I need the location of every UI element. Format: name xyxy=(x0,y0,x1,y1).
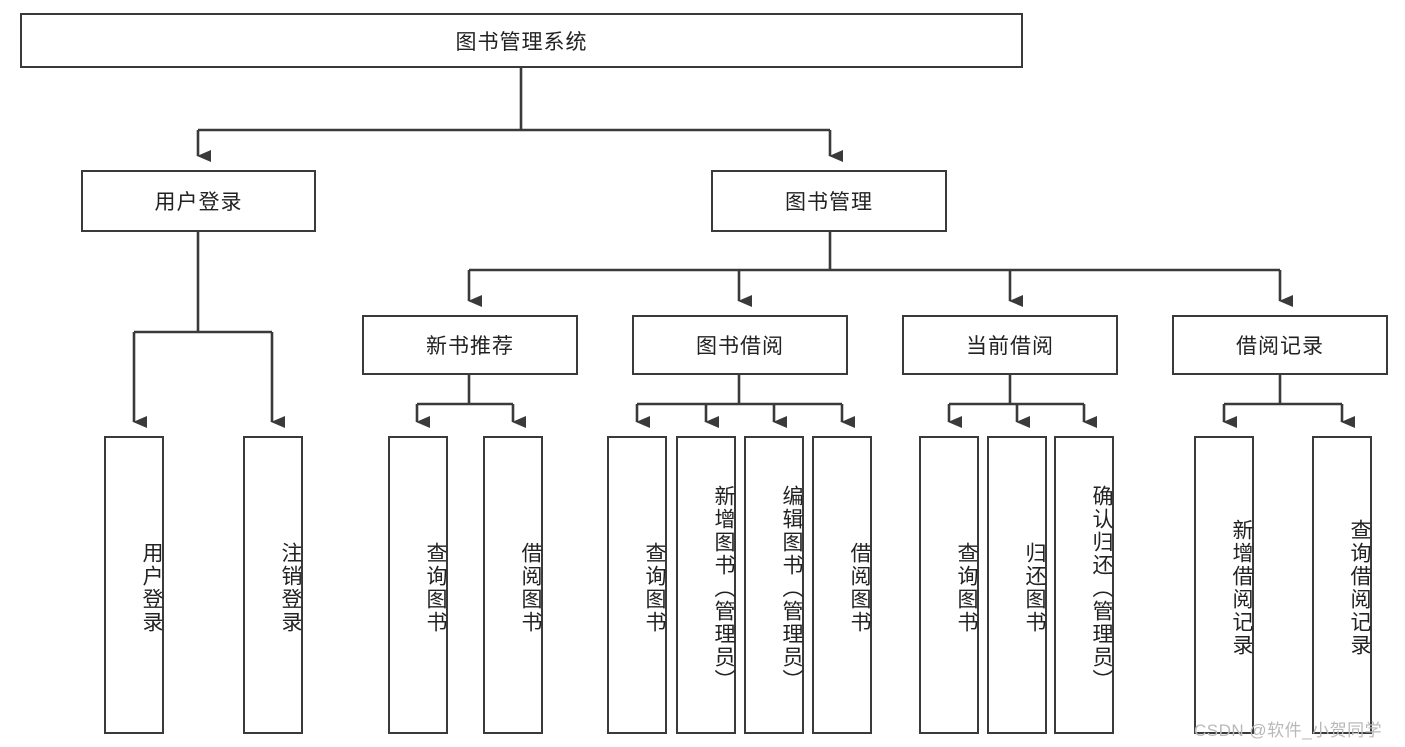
node-label: 借阅记录 xyxy=(1236,335,1324,358)
node-root-system[interactable]: 图书管理系统 xyxy=(20,13,1023,68)
leaf-current-borrow-confirm-admin[interactable]: 确认归还（管理员） xyxy=(1054,436,1114,734)
node-label: 图书管理系统 xyxy=(455,30,588,54)
node-label: 归还图书 xyxy=(1023,542,1046,634)
leaf-book-borrow-edit-admin[interactable]: 编辑图书（管理员） xyxy=(744,436,804,734)
node-book-borrow[interactable]: 图书借阅 xyxy=(632,315,848,375)
node-label: 借阅图书 xyxy=(848,542,871,634)
leaf-book-borrow-query[interactable]: 查询图书 xyxy=(607,436,667,734)
node-label: 注销登录 xyxy=(279,542,302,634)
node-book-management[interactable]: 图书管理 xyxy=(711,170,947,232)
node-label: 新书推荐 xyxy=(426,335,514,358)
leaf-current-borrow-query[interactable]: 查询图书 xyxy=(919,436,979,734)
node-label: 查询图书 xyxy=(424,542,447,634)
leaf-borrow-record-query[interactable]: 查询借阅记录 xyxy=(1312,436,1372,734)
leaf-current-borrow-return[interactable]: 归还图书 xyxy=(987,436,1047,734)
node-borrow-record[interactable]: 借阅记录 xyxy=(1172,315,1388,375)
node-label: 确认归还（管理员） xyxy=(1090,484,1113,692)
leaf-new-book-borrow[interactable]: 借阅图书 xyxy=(483,436,543,734)
node-new-book-recommend[interactable]: 新书推荐 xyxy=(362,315,578,375)
leaf-book-borrow-borrow[interactable]: 借阅图书 xyxy=(812,436,872,734)
node-user-login[interactable]: 用户登录 xyxy=(81,170,316,232)
node-label: 当前借阅 xyxy=(966,335,1054,358)
node-label: 编辑图书（管理员） xyxy=(780,484,803,692)
node-label: 新增图书（管理员） xyxy=(712,484,735,692)
node-label: 查询借阅记录 xyxy=(1348,519,1371,657)
leaf-book-borrow-add-admin[interactable]: 新增图书（管理员） xyxy=(676,436,736,734)
leaf-borrow-record-add[interactable]: 新增借阅记录 xyxy=(1194,436,1254,734)
csdn-watermark: CSDN @软件_小贺同学 xyxy=(1194,721,1383,740)
node-label: 借阅图书 xyxy=(519,542,542,634)
node-label: 用户登录 xyxy=(140,542,163,634)
node-label: 用户登录 xyxy=(154,191,243,214)
node-label: 查询图书 xyxy=(643,542,666,634)
node-label: 图书管理 xyxy=(785,191,873,214)
node-label: 新增借阅记录 xyxy=(1230,519,1253,657)
leaf-user-login-signout[interactable]: 注销登录 xyxy=(243,436,303,734)
node-label: 查询图书 xyxy=(955,542,978,634)
node-label: 图书借阅 xyxy=(696,335,784,358)
node-current-borrow[interactable]: 当前借阅 xyxy=(902,315,1118,375)
leaf-user-login-signin[interactable]: 用户登录 xyxy=(104,436,164,734)
leaf-new-book-query[interactable]: 查询图书 xyxy=(388,436,448,734)
